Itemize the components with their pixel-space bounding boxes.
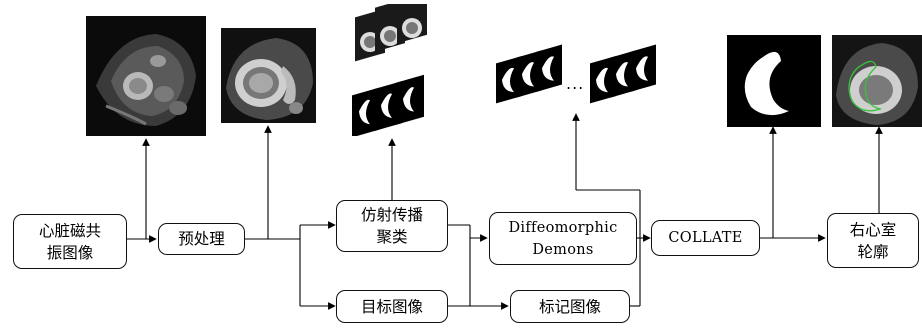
node-mri-label: 心脏磁共 振图像	[38, 221, 101, 262]
node-rv-contour: 右心室 轮廓	[827, 213, 919, 268]
atlas-label-stack	[352, 74, 424, 136]
rv-mask-image	[727, 35, 821, 127]
node-target-label: 目标图像	[360, 297, 423, 316]
ellipsis-text: ...	[566, 74, 585, 93]
node-preprocess-label: 预处理	[178, 230, 225, 248]
node-mri: 心脏磁共 振图像	[13, 214, 127, 269]
node-affine-label: 仿射传播 聚类	[360, 206, 423, 246]
node-contour-label: 右心室 轮廓	[849, 220, 897, 261]
mri-raw-image	[86, 16, 206, 136]
warped-labels-right	[590, 44, 656, 104]
node-demons-label: Diffeomorphic Demons	[508, 219, 618, 258]
node-collate-label: COLLATE	[668, 230, 743, 246]
node-target-image: 目标图像	[336, 290, 448, 323]
node-demons: Diffeomorphic Demons	[489, 212, 637, 265]
node-preprocess: 预处理	[158, 223, 245, 255]
atlas-image-stack	[355, 4, 427, 62]
node-collate: COLLATE	[651, 220, 760, 256]
rv-contour-overlay-image	[832, 35, 922, 127]
node-affine-clustering: 仿射传播 聚类	[336, 200, 448, 252]
node-label-image: 标记图像	[510, 290, 630, 323]
node-label-label: 标记图像	[538, 297, 601, 316]
warped-labels-left	[496, 44, 562, 104]
mri-preprocessed-image	[221, 28, 316, 123]
